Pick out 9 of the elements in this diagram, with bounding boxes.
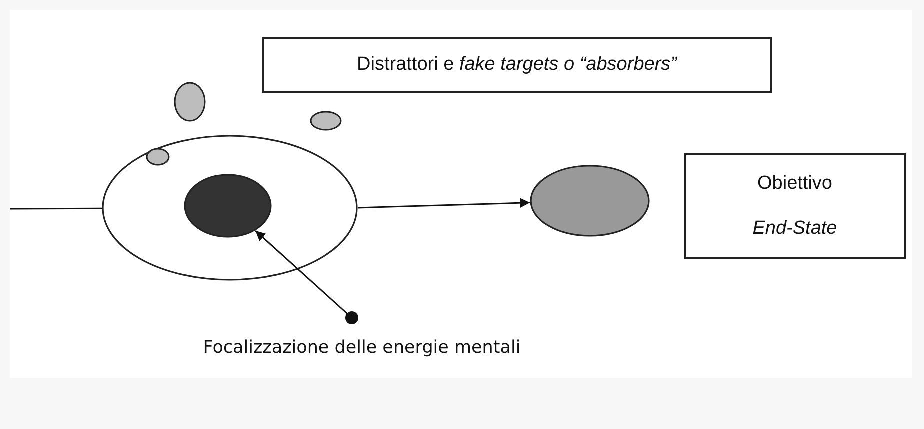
objective-box — [684, 153, 906, 259]
connector-line — [358, 198, 530, 209]
leader-arrow — [255, 230, 358, 324]
annotation-text: Focalizzazione delle energie mentali — [203, 338, 521, 358]
connector-line — [10, 208, 102, 210]
box-label: Distrattori e fake targets o “absorbers” — [357, 54, 677, 76]
box-sublabel: End-State — [752, 218, 838, 240]
distractor-box — [262, 37, 772, 93]
box-label: Obiettivo — [758, 172, 832, 194]
